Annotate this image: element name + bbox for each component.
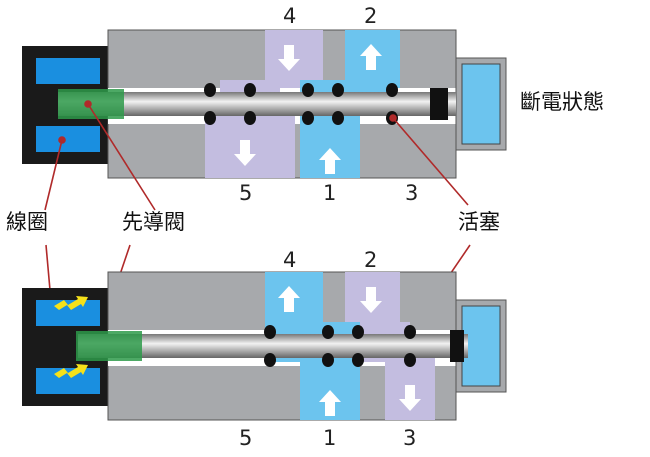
port-label-4: 4 bbox=[283, 4, 297, 28]
o-rings bbox=[264, 325, 464, 367]
port-label-1: 1 bbox=[323, 181, 337, 205]
piston-label: 活塞 bbox=[458, 210, 500, 234]
port-label-5: 5 bbox=[239, 181, 253, 205]
flow-arrows bbox=[278, 286, 421, 416]
state-label: 斷電狀態 bbox=[520, 90, 604, 114]
port-label-5: 5 bbox=[239, 426, 253, 450]
o-rings bbox=[204, 83, 448, 125]
valve-bottom bbox=[21, 271, 507, 421]
flow-arrows bbox=[234, 44, 382, 174]
port-label-4: 4 bbox=[283, 248, 297, 272]
coil-energized-arrows bbox=[54, 296, 88, 378]
pilot-valve-label: 先導閥 bbox=[122, 210, 185, 234]
port-label-2: 2 bbox=[364, 4, 378, 28]
port-label-3: 3 bbox=[405, 181, 419, 205]
valve-top bbox=[21, 29, 507, 352]
port-label-3: 3 bbox=[403, 426, 417, 450]
port-label-2: 2 bbox=[364, 248, 378, 272]
coil-label: 線圈 bbox=[6, 210, 48, 234]
port-label-1: 1 bbox=[323, 426, 337, 450]
pilot-plunger bbox=[76, 331, 142, 361]
